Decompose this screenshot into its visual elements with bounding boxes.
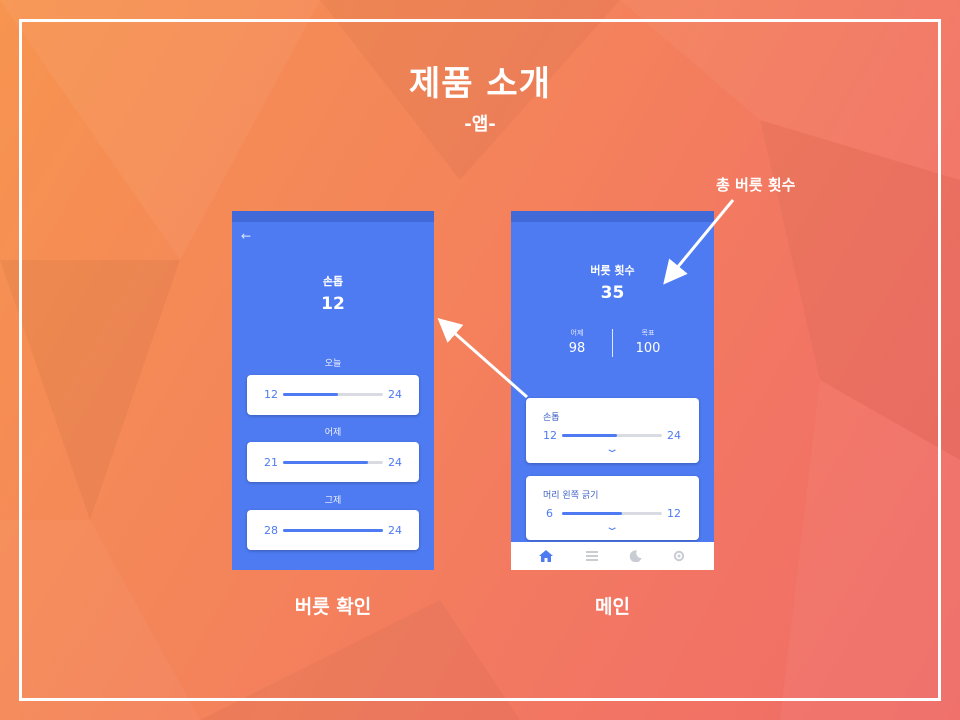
day-goal: 24 xyxy=(388,456,402,469)
status-bar xyxy=(511,211,714,222)
progress-track xyxy=(283,529,383,532)
progress-fill xyxy=(283,529,383,532)
back-arrow-icon[interactable]: ← xyxy=(241,229,252,243)
chevron-down-icon[interactable]: ⌄ xyxy=(604,522,620,533)
status-bar xyxy=(232,211,434,222)
caption-main: 메인 xyxy=(595,596,630,618)
day-label-today: 오늘 xyxy=(324,359,342,369)
day-card-today[interactable]: 12 24 xyxy=(247,375,419,415)
slide-subtitle: -앱- xyxy=(464,114,496,135)
gear-icon[interactable] xyxy=(672,550,686,562)
progress-track xyxy=(562,512,662,515)
day-card-before-yesterday[interactable]: 28 24 xyxy=(247,510,419,550)
progress-track xyxy=(283,393,383,396)
yesterday-label: 어제 xyxy=(570,329,584,337)
total-value: 35 xyxy=(600,283,625,303)
home-icon[interactable] xyxy=(539,550,553,562)
habit-goal: 24 xyxy=(667,429,681,442)
stat-divider xyxy=(612,329,613,357)
day-current: 28 xyxy=(264,524,278,537)
goal-value: 100 xyxy=(635,341,661,356)
habit-card-title: 손톱 xyxy=(543,413,560,423)
habit-current: 6 xyxy=(546,507,553,520)
goal-label: 목표 xyxy=(641,329,655,337)
list-icon[interactable] xyxy=(585,550,599,562)
habit-card-scratch[interactable]: 머리 왼쪽 긁기 6 12 ⌄ xyxy=(526,476,699,540)
slide-title: 제품 소개 xyxy=(409,64,551,104)
total-count-annotation: 총 버릇 횟수 xyxy=(716,176,796,194)
caption-habit-check: 버릇 확인 xyxy=(294,596,372,618)
day-card-yesterday[interactable]: 21 24 xyxy=(247,442,419,482)
progress-fill xyxy=(283,461,368,464)
progress-track xyxy=(562,434,662,437)
habit-count: 12 xyxy=(321,294,345,314)
slide-frame xyxy=(19,19,941,701)
habit-current: 12 xyxy=(543,429,557,442)
day-current: 21 xyxy=(264,456,278,469)
habit-card-nail[interactable]: 손톱 12 24 ⌄ xyxy=(526,398,699,463)
yesterday-value: 98 xyxy=(568,341,586,356)
habit-card-title: 머리 왼쪽 긁기 xyxy=(543,491,599,501)
progress-track xyxy=(283,461,383,464)
chevron-down-icon[interactable]: ⌄ xyxy=(604,444,620,455)
day-goal: 24 xyxy=(388,524,402,537)
total-label: 버릇 횟수 xyxy=(590,264,635,277)
progress-fill xyxy=(283,393,338,396)
habit-detail-screen: ← 손톱 12 오늘 12 24 어제 21 24 그제 28 24 xyxy=(232,211,434,570)
progress-fill xyxy=(562,434,617,437)
day-current: 12 xyxy=(264,388,278,401)
habit-goal: 12 xyxy=(667,507,681,520)
habit-name: 손톱 xyxy=(322,275,344,288)
day-goal: 24 xyxy=(388,388,402,401)
main-screen: 버릇 횟수 35 어제 98 목표 100 손톱 12 24 ⌄ 머리 왼쪽 긁… xyxy=(511,211,714,570)
day-label-yesterday: 어제 xyxy=(324,428,342,438)
day-label-before-yesterday: 그제 xyxy=(324,496,342,506)
progress-fill xyxy=(562,512,622,515)
bottom-nav-bar xyxy=(511,542,714,570)
moon-icon[interactable] xyxy=(628,550,642,562)
